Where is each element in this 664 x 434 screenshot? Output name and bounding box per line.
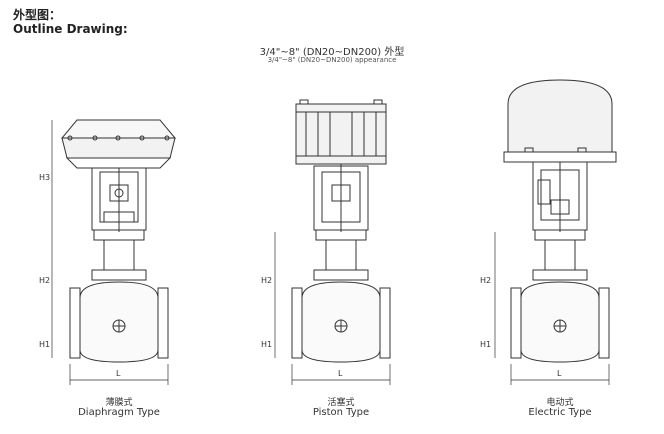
header-title-en: Outline Drawing:: [13, 22, 128, 36]
caption-diaphragm-cn: 薄膜式: [105, 398, 133, 408]
dim-label-h2-piston: H2: [261, 276, 272, 285]
piston-valve-drawing: [274, 99, 391, 385]
dim-label-h2-electric: H2: [480, 276, 491, 285]
dim-label-h1-piston: H1: [261, 340, 272, 349]
caption-electric-en: Electric Type: [528, 407, 592, 418]
figure-title: 3/4"~8" (DN20~DN200) 外型: [259, 47, 405, 58]
dim-label-l-diaphragm: L: [116, 369, 121, 378]
dim-label-h1-electric: H1: [480, 340, 491, 349]
dim-label-l-piston: L: [338, 369, 343, 378]
figure-subtitle: 3/4"~8" (DN20~DN200) appearance: [267, 56, 397, 64]
header-title-cn: 外型图：: [13, 8, 62, 22]
dim-label-l-electric: L: [557, 369, 562, 378]
caption-diaphragm-en: Diaphragm Type: [78, 407, 160, 418]
diaphragm-valve-drawing: [51, 119, 177, 385]
electric-valve-drawing: [494, 79, 617, 385]
dim-label-h1-diaphragm: H1: [39, 340, 50, 349]
caption-piston-en: Piston Type: [312, 407, 370, 418]
caption-electric-cn: 电动式: [546, 398, 574, 408]
caption-piston-cn: 活塞式: [327, 398, 355, 408]
dim-label-h3-diaphragm: H3: [39, 173, 50, 182]
dim-label-h2-diaphragm: H2: [39, 276, 50, 285]
